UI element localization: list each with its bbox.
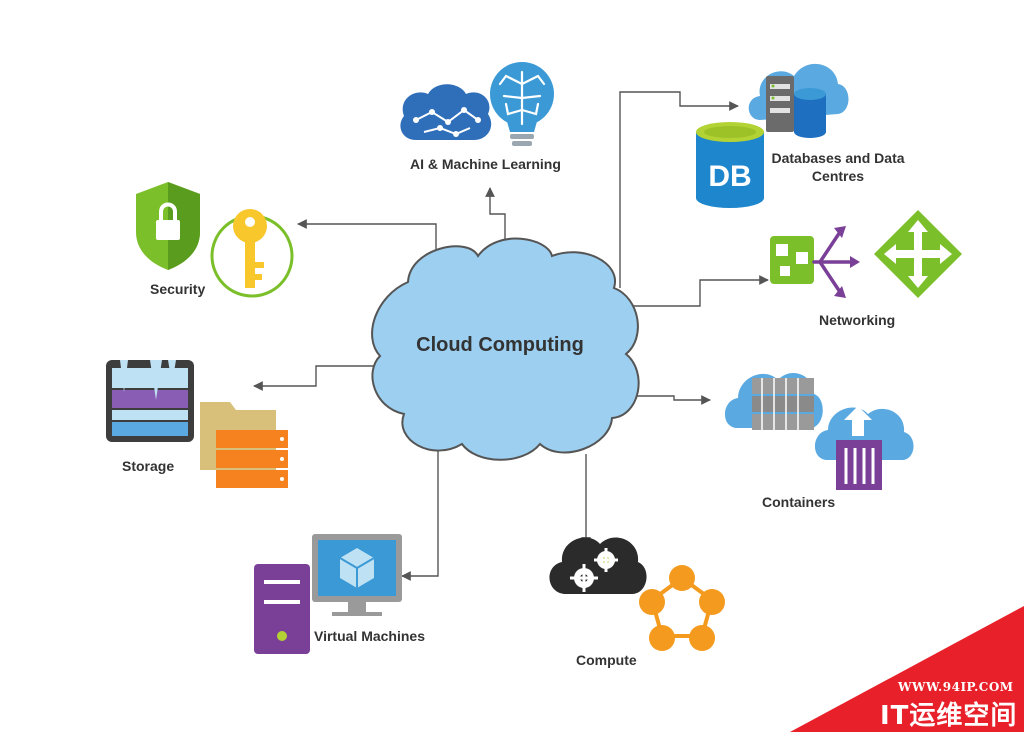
pentagon-nodes-icon (639, 565, 725, 651)
storage-label: Storage (122, 458, 174, 474)
svg-text:DB: DB (708, 160, 751, 193)
gears-cloud-icon (549, 538, 646, 594)
watermark-url: WWW.94IP.COM (898, 680, 1014, 694)
lightbulb-icon (490, 62, 554, 146)
connector-security (298, 224, 436, 258)
monitor-icon (312, 534, 402, 616)
container-cloud-icon (725, 373, 823, 430)
ai-ml-label: AI & Machine Learning (410, 156, 561, 172)
watermark-name: IT运维空间 (880, 695, 1017, 732)
shield-icon (136, 182, 200, 270)
tower-icon (254, 564, 310, 654)
virtual-machines-label: Virtual Machines (314, 628, 425, 644)
container-upload-icon (815, 406, 914, 490)
connector-storage (254, 366, 378, 386)
connector-containers (634, 396, 710, 400)
switch-icon (770, 226, 860, 298)
key-icon (212, 209, 292, 296)
connector-vm (402, 450, 438, 576)
database-cloud-icon (749, 64, 849, 138)
center-label: Cloud Computing (392, 334, 608, 357)
databases-label-line1: Databases and Data (762, 149, 914, 167)
containers-label: Containers (762, 494, 835, 510)
compute-label: Compute (576, 652, 637, 668)
databases-label: Databases and Data Centres (762, 149, 914, 185)
folder-server-icon (200, 402, 288, 488)
databases-label-line2: Centres (762, 167, 914, 185)
db-cylinder-icon: DB (696, 122, 764, 208)
security-label: Security (150, 281, 205, 297)
networking-label: Networking (819, 312, 895, 328)
router-icon (874, 210, 962, 298)
connector-networking (632, 280, 768, 306)
brain-icon (400, 84, 491, 140)
storage-box-icon (106, 360, 194, 442)
